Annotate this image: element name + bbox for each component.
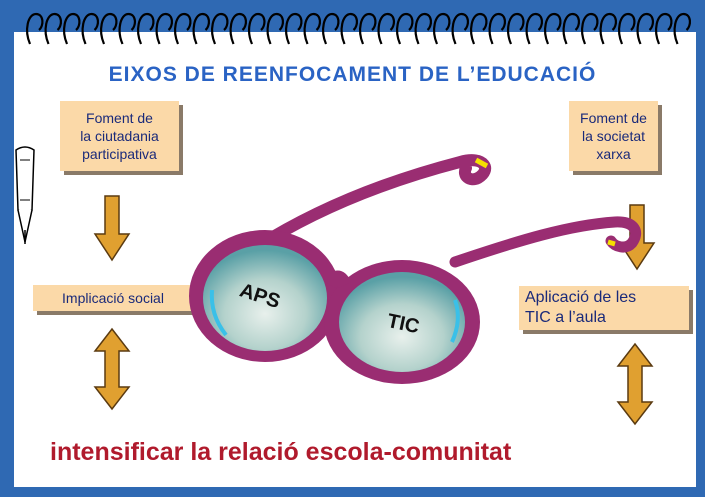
spiral-coil bbox=[340, 12, 358, 45]
spiral-coil bbox=[155, 12, 173, 45]
spiral-coil bbox=[100, 12, 118, 45]
spiral-coil bbox=[581, 12, 599, 45]
box-line: Foment de bbox=[580, 110, 647, 126]
spiral-coil bbox=[137, 12, 155, 45]
spiral-coil bbox=[44, 12, 62, 45]
box-line: la ciutadania bbox=[80, 128, 159, 144]
spiral-coil bbox=[266, 12, 284, 45]
spiral-coil bbox=[26, 12, 44, 45]
box-line: Foment de bbox=[86, 110, 153, 126]
spiral-coil bbox=[636, 12, 654, 45]
conclusion-text: intensificar la relació escola-comunitat bbox=[50, 438, 512, 466]
spiral-coil bbox=[303, 12, 321, 45]
box-text: Implicació social bbox=[62, 290, 164, 306]
spiral-coil bbox=[174, 12, 192, 45]
spiral-coil bbox=[322, 12, 340, 45]
box-foment-societat-xarxa: Foment de la societat xarxa bbox=[569, 101, 658, 171]
spiral-coil bbox=[433, 12, 451, 45]
box-line: participativa bbox=[82, 146, 157, 162]
box-line: Aplicació de les bbox=[525, 289, 637, 306]
spiral-binding-icon bbox=[26, 12, 691, 45]
spiral-coil bbox=[285, 12, 303, 45]
spiral-coil bbox=[562, 12, 580, 45]
down-arrow-icon bbox=[93, 195, 131, 262]
spiral-coil bbox=[211, 12, 229, 45]
double-arrow-icon bbox=[616, 342, 654, 426]
diagram-title: EIXOS DE REENFOCAMENT DE L’EDUCACIÓ bbox=[108, 63, 597, 86]
box-implicacio-social: Implicació social bbox=[33, 285, 193, 311]
spiral-coil bbox=[544, 12, 562, 45]
box-aplicacio-tic: Aplicació de les TIC a l’aula bbox=[519, 286, 689, 330]
spiral-coil bbox=[488, 12, 506, 45]
box-line: la societat bbox=[581, 128, 646, 144]
pen-icon bbox=[15, 146, 35, 244]
spiral-coil bbox=[414, 12, 432, 45]
box-foment-ciutadania: Foment de la ciutadania participativa bbox=[60, 101, 179, 171]
spiral-coil bbox=[451, 12, 469, 45]
spiral-coil bbox=[673, 12, 691, 45]
spiral-coil bbox=[229, 12, 247, 45]
spiral-coil bbox=[655, 12, 673, 45]
spiral-coil bbox=[618, 12, 636, 45]
spiral-coil bbox=[377, 12, 395, 45]
spiral-coil bbox=[118, 12, 136, 45]
spiral-coil bbox=[396, 12, 414, 45]
box-line: xarxa bbox=[596, 146, 631, 162]
spiral-coil bbox=[192, 12, 210, 45]
double-arrow-icon bbox=[93, 327, 131, 411]
spiral-coil bbox=[470, 12, 488, 45]
spiral-coil bbox=[507, 12, 525, 45]
spiral-coil bbox=[63, 12, 81, 45]
spiral-coil bbox=[525, 12, 543, 45]
spiral-coil bbox=[359, 12, 377, 45]
spiral-coil bbox=[248, 12, 266, 45]
box-line: TIC a l’aula bbox=[525, 309, 606, 326]
spiral-coil bbox=[599, 12, 617, 45]
spiral-coil bbox=[81, 12, 99, 45]
